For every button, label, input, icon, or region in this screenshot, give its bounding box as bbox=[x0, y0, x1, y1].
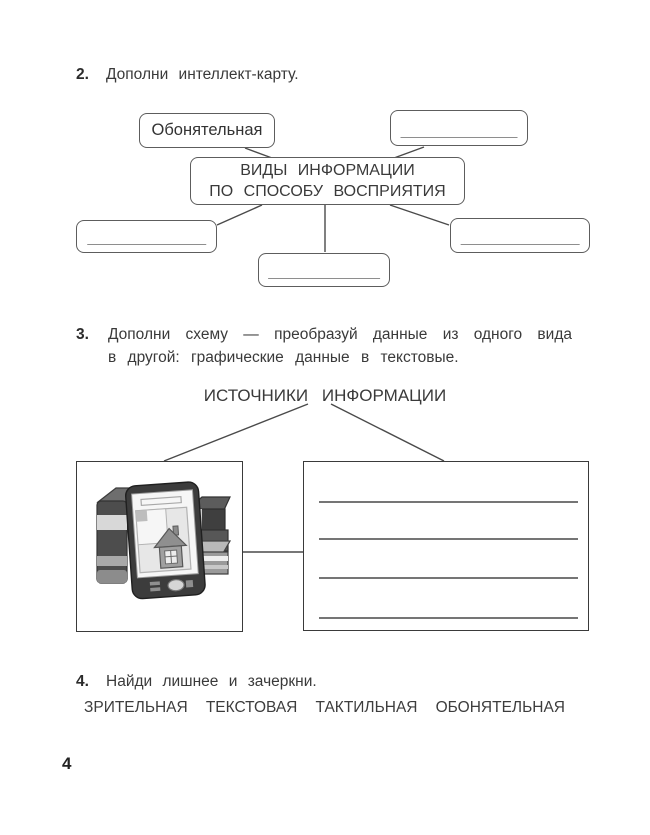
task4-words-row: ЗРИТЕЛЬНАЯ ТЕКСТОВАЯ ТАКТИЛЬНАЯ ОБОНЯТЕЛ… bbox=[84, 699, 565, 717]
task2-header: 2. Дополни интеллект-карту. bbox=[76, 64, 299, 86]
fill-in-blank-line bbox=[268, 277, 380, 279]
fill-in-blank-line bbox=[460, 243, 580, 245]
mindmap-node-empty-right bbox=[450, 218, 590, 253]
task2-number: 2. bbox=[76, 66, 89, 83]
word-tekstovaya: ТЕКСТОВАЯ bbox=[205, 699, 298, 716]
task3-header: 3. Дополни схему — преобразуй данные из … bbox=[76, 324, 572, 369]
mindmap-node-olfactory: Обонятельная bbox=[139, 113, 275, 148]
answer-writing-line bbox=[319, 577, 578, 579]
mindmap-node-olfactory-label: Обонятельная bbox=[151, 121, 263, 139]
fill-in-blank-line bbox=[86, 243, 207, 245]
task3-number: 3. bbox=[76, 326, 89, 343]
mindmap-node-center: ВИДЫ ИНФОРМАЦИИ ПО СПОСОБУ ВОСПРИЯТИЯ bbox=[190, 157, 465, 205]
task3-instruction-line1: Дополни схему — преобразуй данные из одн… bbox=[108, 326, 572, 343]
task3-instruction-line2: в другой: графические данные в текстовые… bbox=[108, 348, 459, 366]
page-number: 4 bbox=[62, 754, 72, 773]
task4-number: 4. bbox=[76, 673, 89, 690]
mindmap-node-empty-top-right bbox=[390, 110, 528, 146]
mindmap-node-empty-bottom bbox=[258, 253, 390, 287]
scheme-box-graphic-source bbox=[76, 461, 243, 632]
sources-heading: ИСТОЧНИКИ ИНФОРМАЦИИ bbox=[203, 386, 447, 405]
answer-writing-line bbox=[319, 538, 578, 540]
answer-writing-line bbox=[319, 501, 578, 503]
fill-in-blank-line bbox=[400, 136, 518, 138]
books-ereader-illustration bbox=[96, 481, 231, 600]
task4-instruction: Найди лишнее и зачеркни. bbox=[106, 673, 317, 690]
word-zritelnaya: ЗРИТЕЛЬНАЯ bbox=[84, 699, 188, 716]
mindmap-center-line2: ПО СПОСОБУ ВОСПРИЯТИЯ bbox=[209, 183, 446, 200]
task4-header: 4. Найди лишнее и зачеркни. bbox=[76, 671, 317, 693]
word-taktilnaya: ТАКТИЛЬНАЯ bbox=[315, 699, 418, 716]
mindmap-node-empty-left bbox=[76, 220, 217, 253]
word-obonyatelnaya: ОБОНЯТЕЛЬНАЯ bbox=[435, 699, 565, 716]
scheme-box-text-answer bbox=[303, 461, 589, 631]
task2-instruction: Дополни интеллект-карту. bbox=[106, 66, 299, 83]
mindmap-center-line1: ВИДЫ ИНФОРМАЦИИ bbox=[240, 162, 415, 179]
answer-writing-line bbox=[319, 617, 578, 619]
